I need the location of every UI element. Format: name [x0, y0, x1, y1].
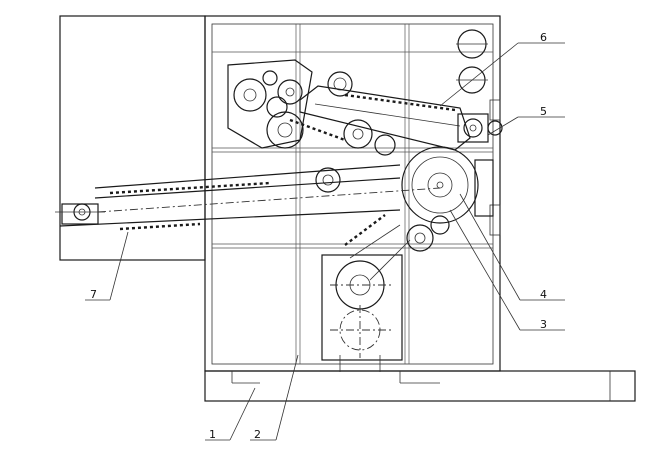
callout-2: 2 — [254, 428, 261, 441]
idler-pulley — [315, 167, 341, 193]
diagonal-chains — [289, 118, 411, 281]
upper-drive-group — [227, 59, 373, 149]
callout-7: 7 — [90, 288, 97, 301]
left-cabinet — [59, 15, 206, 261]
base-frame — [204, 370, 636, 402]
inclined-conveyor — [299, 85, 503, 151]
callout-1: 1 — [209, 428, 216, 441]
callout-6: 6 — [540, 31, 547, 44]
callout-labels: 1 2 3 4 5 6 7 — [90, 31, 547, 441]
callout-4: 4 — [540, 288, 547, 301]
top-right-ports — [456, 29, 488, 94]
callout-3: 3 — [540, 318, 547, 331]
leader-lines — [85, 42, 565, 441]
main-drum — [374, 134, 494, 252]
motor-housing — [321, 254, 403, 372]
main-frame — [204, 15, 501, 372]
callout-5: 5 — [540, 105, 547, 118]
long-chain — [55, 164, 441, 231]
